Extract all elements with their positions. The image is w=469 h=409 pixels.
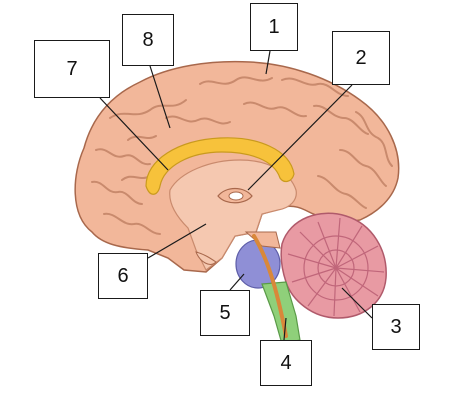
label-box-6: 6 xyxy=(98,253,148,299)
label-number-3: 3 xyxy=(390,315,402,338)
cerebral-gyri xyxy=(91,76,393,235)
label-number-2: 2 xyxy=(355,46,367,69)
leader-line-6 xyxy=(147,223,207,259)
label-box-5: 5 xyxy=(200,290,250,336)
label-box-1: 1 xyxy=(250,3,298,51)
mammillary-detail xyxy=(228,191,244,201)
diencephalon-region xyxy=(169,159,297,271)
spinal-tract xyxy=(252,234,288,338)
leader-lines xyxy=(99,50,373,341)
cerebellum-folia xyxy=(287,217,385,317)
label-box-3: 3 xyxy=(372,304,420,350)
label-box-4: 4 xyxy=(260,340,312,386)
label-number-1: 1 xyxy=(268,15,280,38)
leader-line-3 xyxy=(341,287,373,319)
leader-line-5 xyxy=(229,273,245,291)
corpus-callosum xyxy=(145,137,295,195)
leader-line-7 xyxy=(99,97,169,171)
leader-line-1 xyxy=(265,50,271,75)
label-number-5: 5 xyxy=(219,301,231,324)
leader-line-2 xyxy=(247,84,353,191)
label-number-4: 4 xyxy=(280,351,292,374)
label-box-2: 2 xyxy=(332,31,390,85)
label-number-8: 8 xyxy=(142,28,154,51)
leader-line-4 xyxy=(283,317,287,341)
label-box-8: 8 xyxy=(122,14,174,66)
label-number-7: 7 xyxy=(66,57,78,80)
leader-line-8 xyxy=(149,65,171,129)
label-number-6: 6 xyxy=(117,264,129,287)
pituitary xyxy=(195,251,217,265)
label-box-7: 7 xyxy=(34,40,110,98)
